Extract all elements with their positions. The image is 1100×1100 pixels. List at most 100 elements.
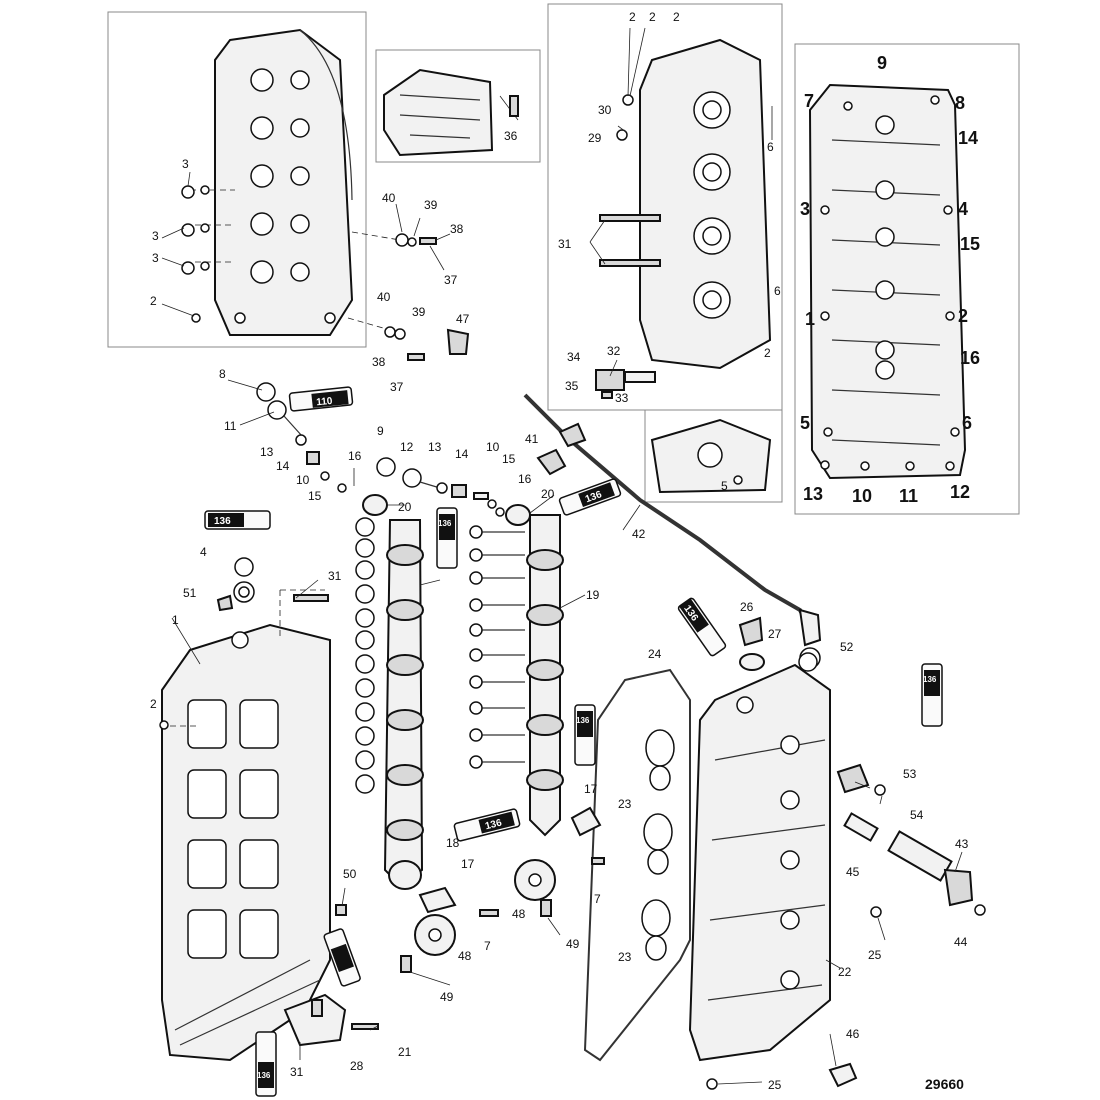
callout-label: 20 xyxy=(398,500,412,514)
figure-number: 29660 xyxy=(925,1076,964,1092)
sealant-tube-136-b: 136 xyxy=(436,507,458,569)
callout-label: 49 xyxy=(566,937,580,951)
callout-label: 19 xyxy=(586,588,600,602)
callout-label: 41 xyxy=(525,432,539,446)
torque-sequence-labels: 9 7 8 14 3 4 15 1 2 16 5 6 13 10 11 12 xyxy=(800,53,980,506)
sealant-tube-label-g: 136 xyxy=(923,675,937,684)
callout-label: 8 xyxy=(219,367,226,381)
callout-label: 11 xyxy=(224,419,237,433)
inset-location-thumbnail xyxy=(383,68,519,157)
torque-step-label: 6 xyxy=(962,413,972,433)
valve-cover-gasket-24 xyxy=(583,668,691,1062)
callout-label: 6 xyxy=(767,140,774,154)
inset-cylinder-head-gasket-side xyxy=(595,38,772,399)
camshaft-18 xyxy=(383,519,424,890)
callout-label: 50 xyxy=(343,867,357,881)
callout-label: 34 xyxy=(567,350,581,364)
callout-label: 5 xyxy=(721,479,728,493)
callout-label: 32 xyxy=(607,344,621,358)
callout-label: 3 xyxy=(182,157,189,171)
torque-step-label: 8 xyxy=(955,93,965,113)
sealant-tube-label-a: 136 xyxy=(214,516,231,527)
callout-label: 21 xyxy=(398,1045,412,1059)
sealant-tube-label-d: 136 xyxy=(576,716,590,725)
callout-label: 31 xyxy=(290,1065,304,1079)
sealant-tube-label-b: 136 xyxy=(438,519,452,528)
sensor-coil-parts xyxy=(706,763,986,1090)
callout-label: 36 xyxy=(504,129,518,143)
torque-step-label: 9 xyxy=(877,53,887,73)
callout-label: 25 xyxy=(868,948,882,962)
lube-tube-110-label: 110 xyxy=(316,396,334,409)
callout-label: 48 xyxy=(512,907,526,921)
torque-step-label: 15 xyxy=(960,234,980,254)
torque-step-label: 4 xyxy=(958,199,968,219)
callout-label: 12 xyxy=(400,440,414,454)
callout-label: 27 xyxy=(768,627,782,641)
callout-label: 38 xyxy=(450,222,464,236)
torque-step-label: 7 xyxy=(804,91,814,111)
inset-frame-head-detail xyxy=(107,11,367,348)
torque-step-label: 2 xyxy=(958,306,968,326)
callout-label: 25 xyxy=(768,1078,782,1092)
torque-step-label: 11 xyxy=(899,486,918,506)
valve-train-parts xyxy=(256,382,567,526)
callout-label: 13 xyxy=(428,440,442,454)
callout-label: 30 xyxy=(598,103,612,117)
lifters-column-left xyxy=(355,517,375,794)
callout-label: 31 xyxy=(558,237,572,251)
callout-label: 20 xyxy=(541,487,555,501)
callout-label: 43 xyxy=(955,837,969,851)
torque-step-label: 14 xyxy=(958,128,978,148)
callout-label: 45 xyxy=(846,865,860,879)
callout-label: 3 xyxy=(152,229,159,243)
callout-label: 52 xyxy=(840,640,854,654)
bracket-28 xyxy=(283,993,379,1047)
callout-label: 16 xyxy=(348,449,362,463)
sealant-tube-136-h: 136 xyxy=(255,1031,277,1097)
callout-label: 17 xyxy=(584,782,598,796)
sealant-tube-136-f: 136 xyxy=(677,597,727,657)
callout-label: 48 xyxy=(458,949,472,963)
callout-label: 7 xyxy=(594,892,601,906)
valve-cover-22 xyxy=(688,616,831,1062)
callout-label: 42 xyxy=(632,527,646,541)
torque-step-label: 12 xyxy=(950,482,970,502)
inset-sub-detail-bracket xyxy=(650,418,772,494)
leader-lines xyxy=(161,27,963,1085)
callout-label: 4 xyxy=(200,545,207,559)
callout-label: 51 xyxy=(183,586,197,600)
sealant-tube-label-e: 136 xyxy=(484,817,503,832)
callout-label: 54 xyxy=(910,808,924,822)
spark-plug-gaskets-23 xyxy=(641,729,675,961)
torque-step-label: 5 xyxy=(800,413,810,433)
inset-frame-location xyxy=(375,49,541,163)
valves-column xyxy=(469,525,525,769)
callout-label: 2 xyxy=(150,697,157,711)
callout-label: 13 xyxy=(260,445,274,459)
callout-label: 17 xyxy=(461,857,475,871)
callout-label: 2 xyxy=(150,294,157,308)
sealant-tube-136-g: 136 xyxy=(921,663,943,727)
torque-step-label: 16 xyxy=(960,348,980,368)
callout-label: 39 xyxy=(424,198,438,212)
callout-label: 40 xyxy=(382,191,396,205)
callout-label: 10 xyxy=(486,440,500,454)
sealant-tube-136-c: 136 xyxy=(558,478,622,516)
sealant-tube-136-a: 136 xyxy=(204,510,271,530)
callout-label: 28 xyxy=(350,1059,364,1073)
torque-step-label: 1 xyxy=(805,309,815,329)
callout-label: 47 xyxy=(456,312,470,326)
callout-label: 14 xyxy=(276,459,290,473)
callout-label: 33 xyxy=(615,391,629,405)
callout-label: 26 xyxy=(740,600,754,614)
callout-label: 3 xyxy=(152,251,159,265)
torque-step-label: 13 xyxy=(803,484,823,504)
sealant-tube-136-d: 136 xyxy=(574,704,596,766)
inset-valve-cover-torque-sequence xyxy=(808,83,967,480)
callout-label: 29 xyxy=(588,131,602,145)
inset-frame-torque-sequence xyxy=(794,43,1020,515)
cam-caps-sprockets xyxy=(311,806,605,1017)
